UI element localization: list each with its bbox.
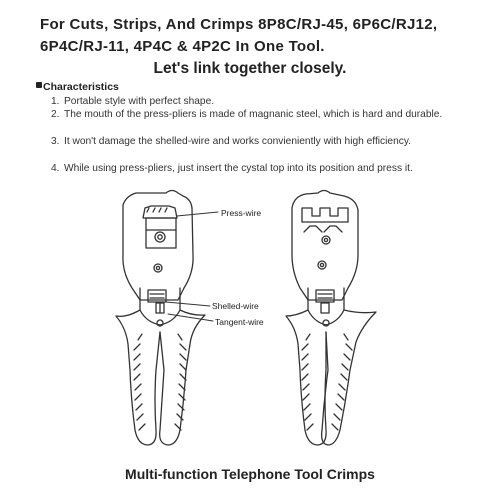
item-text: The mouth of the press-pliers is made of… bbox=[64, 109, 443, 120]
item-text: Portable style with perfect shape. bbox=[64, 96, 215, 107]
press-wire-label: Press-wire bbox=[221, 208, 261, 218]
characteristic-item: 3. It won't damage the shelled-wire and … bbox=[51, 135, 451, 148]
product-title-line-1: For Cuts, Strips, And Crimps 8P8C/RJ-45,… bbox=[40, 16, 438, 33]
characteristics-heading: Characteristics bbox=[43, 81, 119, 93]
item-text: While using press-pliers, just insert th… bbox=[64, 163, 413, 174]
item-text: It won't damage the shelled-wire and wor… bbox=[64, 136, 411, 147]
item-number: 1. bbox=[51, 96, 60, 107]
footer-caption: Multi-function Telephone Tool Crimps bbox=[125, 466, 375, 482]
characteristic-item: 1. Portable style with perfect shape. bbox=[51, 95, 451, 108]
characteristic-item: 2. The mouth of the press-pliers is made… bbox=[51, 108, 451, 121]
tangent-wire-label: Tangent-wire bbox=[215, 317, 264, 327]
product-title-line-2: 6P4C/RJ-11, 4P4C & 4P2C In One Tool. bbox=[40, 38, 325, 55]
item-number: 3. bbox=[51, 136, 60, 147]
item-number: 2. bbox=[51, 109, 60, 120]
right-crimp-tool-drawing bbox=[285, 189, 377, 446]
heading-bullet-icon bbox=[36, 82, 42, 88]
item-number: 4. bbox=[51, 163, 60, 174]
slogan: Let's link together closely. bbox=[153, 60, 347, 77]
characteristic-item: 4. While using press-pliers, just insert… bbox=[51, 162, 451, 175]
left-crimp-tool-drawing bbox=[115, 189, 219, 446]
shelled-wire-label: Shelled-wire bbox=[212, 301, 259, 311]
